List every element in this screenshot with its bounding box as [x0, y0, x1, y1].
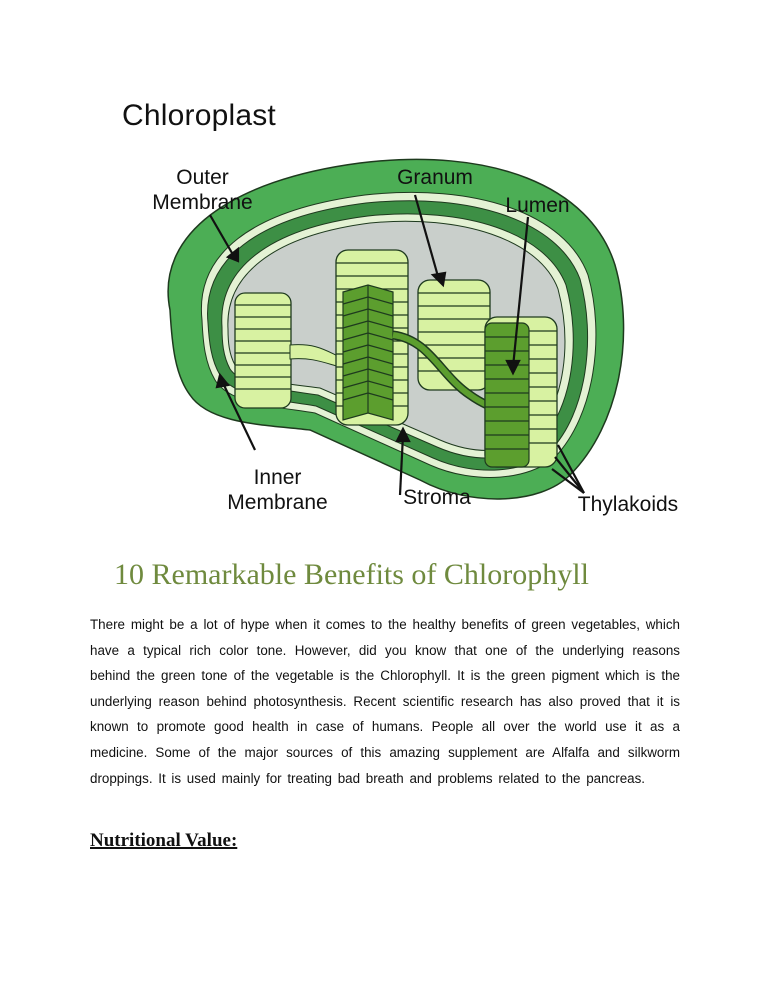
label-outer-membrane: Outer Membrane: [152, 166, 253, 214]
chloroplast-illustration: [167, 158, 625, 500]
chloroplast-diagram: Chloroplast Outer Membrane Granum Lumen …: [100, 95, 700, 525]
label-stroma: Stroma: [403, 486, 471, 509]
label-thylakoids: Thylakoids: [577, 493, 679, 516]
label-granum: Granum: [397, 166, 473, 189]
label-lumen: Lumen: [505, 194, 570, 217]
article-heading: 10 Remarkable Benefits of Chlorophyll: [114, 558, 589, 591]
diagram-title: Chloroplast: [122, 99, 276, 132]
article-paragraph: There might be a lot of hype when it com…: [90, 617, 680, 786]
nutritional-value-heading: Nutritional Value:: [90, 830, 238, 851]
label-inner-membrane: Inner Membrane: [227, 466, 328, 514]
